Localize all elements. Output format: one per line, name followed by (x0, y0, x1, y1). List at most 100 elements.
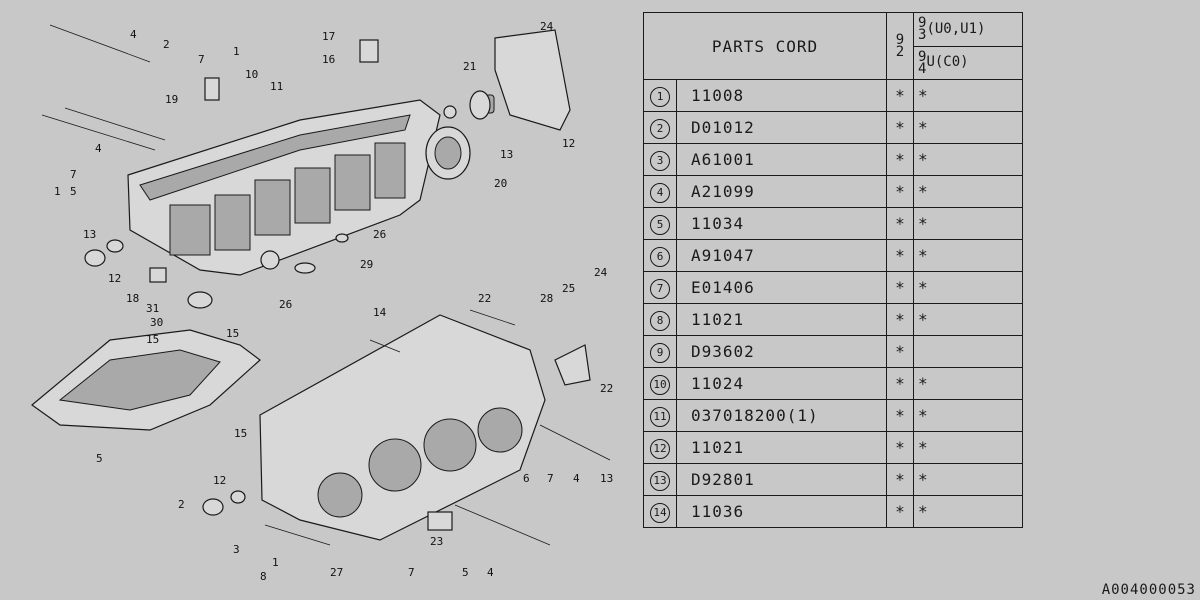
callout-label: 7 (408, 566, 415, 579)
row-mark-92: * (886, 175, 914, 208)
callout-label: 18 (126, 292, 139, 305)
callout-label: 4 (95, 142, 102, 155)
row-part-code: D93602 (676, 335, 887, 368)
row-mark-93: * (913, 111, 1023, 144)
oil-seal-and-cover (425, 29, 571, 180)
row-mark-92: * (886, 303, 914, 336)
row-index: 7 (643, 271, 677, 304)
upper-crankcase-half (127, 99, 441, 276)
row-part-code: 11036 (676, 495, 887, 528)
row-part-code: 11021 (676, 431, 887, 464)
exploded-engine-diagram: 4217191011171624211213204751262913121831… (31, 20, 613, 583)
row-mark-92: * (886, 495, 914, 528)
callout-label: 2 (178, 498, 185, 511)
row-mark-92: * (886, 431, 914, 464)
row-index: 14 (643, 495, 677, 528)
callout-label: 22 (600, 382, 613, 395)
callout-label: 15 (234, 427, 247, 440)
callout-label: 4 (130, 28, 137, 41)
callout-label: 1 (272, 556, 279, 569)
callout-label: 7 (547, 472, 554, 485)
row-part-code: 11024 (676, 367, 887, 400)
row-index: 4 (643, 175, 677, 208)
row-index: 1 (643, 79, 677, 112)
callout-label: 15 (226, 327, 239, 340)
callout-label: 4 (573, 472, 580, 485)
row-mark-93: * (913, 207, 1023, 240)
callout-label: 24 (540, 20, 554, 33)
header-year-92: 9 2 (886, 12, 914, 80)
callout-label: 12 (108, 272, 121, 285)
row-mark-93: * (913, 303, 1023, 336)
callout-label: 15 (146, 333, 159, 346)
row-part-code: 11021 (676, 303, 887, 336)
callout-label: 26 (279, 298, 292, 311)
through-bolts-lower (264, 309, 611, 546)
row-mark-92: * (886, 271, 914, 304)
callout-label: 2 (163, 38, 170, 51)
table-header-row-1: PARTS CORD 9 2 9 3(U0,U1) (643, 12, 1023, 80)
row-mark-93: * (913, 175, 1023, 208)
callout-label: 24 (594, 266, 608, 279)
header-variant-94: 9 4U(C0) (913, 45, 1023, 80)
row-part-code: 11034 (676, 207, 887, 240)
header-variant-93: 9 3(U0,U1) (913, 12, 1023, 47)
row-index: 8 (643, 303, 677, 336)
row-index: 13 (643, 463, 677, 496)
row-mark-93 (913, 335, 1023, 368)
row-mark-92: * (886, 207, 914, 240)
row-mark-92: * (886, 143, 914, 176)
row-part-code: A21099 (676, 175, 887, 208)
callout-label: 26 (373, 228, 386, 241)
callout-label: 11 (270, 80, 283, 93)
row-index: 11 (643, 399, 677, 432)
callout-label: 30 (150, 316, 163, 329)
row-part-code: 11008 (676, 79, 887, 112)
table-header-row-2: 9 4U(C0) (644, 45, 1023, 80)
callout-label: 7 (198, 53, 205, 66)
callout-label: 28 (540, 292, 553, 305)
row-index: 2 (643, 111, 677, 144)
callout-label: 1 (233, 45, 240, 58)
callout-label: 10 (245, 68, 258, 81)
row-index: 3 (643, 143, 677, 176)
row-index: 10 (643, 367, 677, 400)
row-mark-93: * (913, 367, 1023, 400)
row-mark-92: * (886, 79, 914, 112)
row-index: 5 (643, 207, 677, 240)
row-mark-93: * (913, 399, 1023, 432)
row-mark-93: * (913, 143, 1023, 176)
row-part-code: D01012 (676, 111, 887, 144)
baffle-plate (31, 329, 261, 431)
callout-labels: 4217191011171624211213204751262913121831… (54, 20, 613, 583)
callout-label: 23 (430, 535, 443, 548)
row-mark-92: * (886, 111, 914, 144)
row-index: 9 (643, 335, 677, 368)
callout-label: 1 (54, 185, 61, 198)
callout-label: 14 (373, 306, 387, 319)
row-mark-92: * (886, 335, 914, 368)
callout-label: 3 (233, 543, 240, 556)
callout-label: 19 (165, 93, 178, 106)
row-mark-92: * (886, 367, 914, 400)
row-part-code: A91047 (676, 239, 887, 272)
row-part-code: D92801 (676, 463, 887, 496)
row-part-code: 037018200(1) (676, 399, 887, 432)
callout-label: 5 (70, 185, 77, 198)
row-mark-93: * (913, 463, 1023, 496)
callout-label: 5 (462, 566, 469, 579)
callout-label: 12 (213, 474, 226, 487)
callout-label: 27 (330, 566, 343, 579)
